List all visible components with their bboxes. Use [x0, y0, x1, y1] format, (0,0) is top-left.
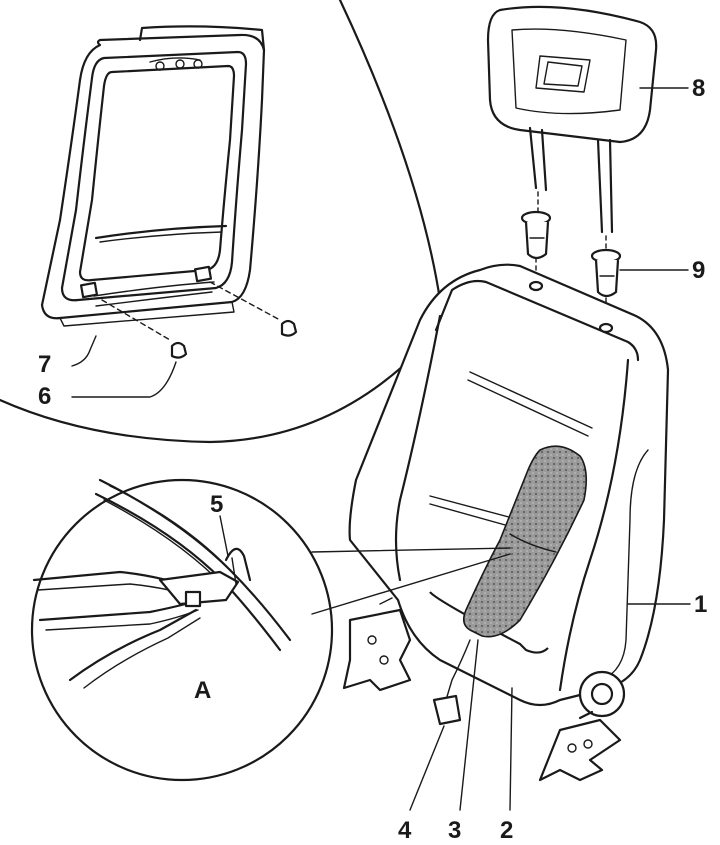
detail-a-connector	[311, 547, 511, 553]
callout-1: 1	[694, 591, 707, 618]
callout-7: 7	[38, 351, 51, 378]
leader-5	[219, 515, 229, 557]
leader-4	[409, 725, 445, 811]
callout-6: 6	[38, 383, 51, 410]
backrest-assembly	[342, 263, 670, 782]
frame-clips	[101, 281, 298, 359]
detail-a-connector-lower	[311, 553, 511, 615]
detail-a-content	[32, 478, 292, 689]
leader-7	[71, 335, 97, 367]
callout-4: 4	[398, 817, 412, 844]
detail-a-label: A	[194, 677, 211, 704]
leader-6	[71, 361, 177, 398]
callout-5: 5	[210, 491, 223, 518]
callout-9: 9	[692, 257, 705, 284]
leader-2	[509, 687, 513, 811]
callout-8: 8	[692, 75, 705, 102]
callout-2: 2	[500, 817, 513, 844]
callout-3: 3	[448, 817, 461, 844]
backrest-frame	[40, 25, 266, 327]
leader-3	[459, 639, 479, 811]
headrest	[486, 5, 658, 234]
headrest-guides	[520, 191, 622, 319]
